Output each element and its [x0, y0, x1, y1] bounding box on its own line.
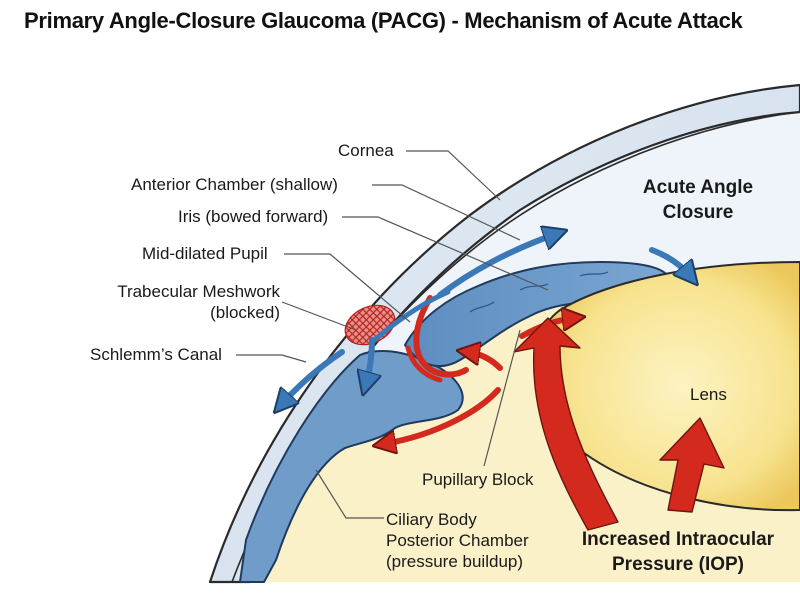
label-schlemms-canal: Schlemm’s Canal [90, 345, 222, 364]
diagram-title: Primary Angle-Closure Glaucoma (PACG) - … [24, 8, 743, 33]
label-iris: Iris (bowed forward) [178, 207, 329, 226]
leader-trabecular [281, 301, 357, 331]
label-acute-line1: Acute Angle [642, 177, 754, 198]
iris-texture [519, 283, 549, 291]
leader-anterior-chamber [372, 184, 521, 241]
label-iop-line2: Pressure (IOP) [612, 554, 744, 575]
leader-schlemm [236, 354, 307, 363]
label-ciliary-line1: Ciliary Body [386, 510, 477, 529]
aqueous-flow-arrow [437, 234, 556, 298]
leader-pupillary-block [483, 329, 521, 467]
pupillary-block-contact [405, 345, 443, 383]
ciliary-body [239, 350, 464, 583]
label-lens: Lens [690, 385, 727, 404]
leader-cornea [406, 150, 501, 201]
leader-ciliary [315, 469, 384, 519]
label-iop-line1: Increased Intraocular [581, 529, 775, 550]
aqueous-flow-arrow [649, 247, 690, 276]
pressure-arrow [384, 387, 501, 444]
label-increased-iop: Increased Intraocular Pressure (IOP) [576, 527, 780, 577]
iris-root-pressure-outline [413, 295, 469, 378]
label-pupillary-block: Pupillary Block [422, 470, 534, 489]
label-trabecular-meshwork: Trabecular Meshwork (blocked) [92, 281, 280, 323]
label-trabecular-line2: (blocked) [210, 303, 280, 322]
iris-texture [579, 271, 609, 277]
label-acute-line2: Closure [662, 202, 734, 223]
label-ciliary-body: Ciliary Body Posterior Chamber (pressure… [386, 509, 529, 572]
label-cornea: Cornea [338, 141, 394, 160]
label-ciliary-line3: (pressure buildup) [386, 552, 524, 571]
aqueous-flow-arrow [282, 349, 345, 404]
label-acute-angle-closure: Acute Angle Closure [632, 175, 764, 225]
leader-lines [236, 150, 549, 519]
leader-pupil [284, 253, 411, 323]
label-pupil: Mid-dilated Pupil [142, 244, 268, 263]
label-anterior-chamber: Anterior Chamber (shallow) [131, 175, 338, 194]
aqueous-flow-channel [369, 289, 451, 345]
iris-texture [469, 301, 495, 313]
iop-arrow-large [513, 317, 619, 531]
iop-arrow-lens [659, 417, 725, 513]
label-ciliary-line2: Posterior Chamber [386, 531, 529, 550]
pressure-arrow [468, 352, 503, 371]
leader-iris [342, 216, 549, 291]
label-trabecular-line1: Trabecular Meshwork [117, 282, 280, 301]
